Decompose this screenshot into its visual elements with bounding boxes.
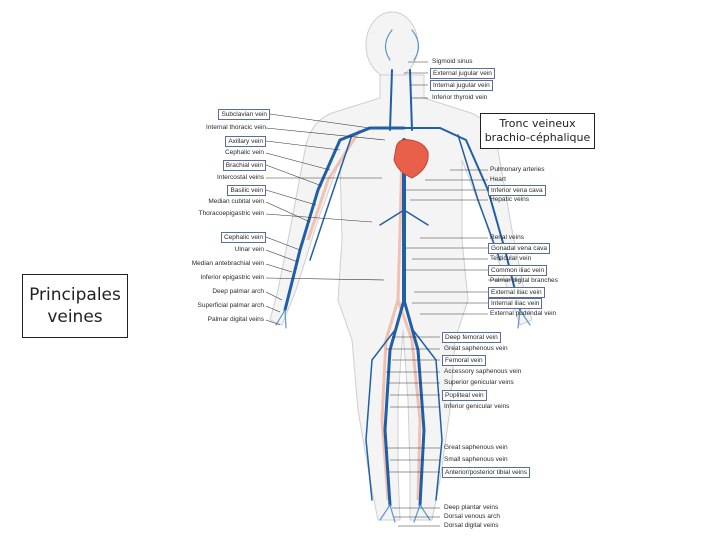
label-palmar-digital-veins: Palmar digital veins <box>207 316 264 323</box>
label-dorsal-venous-arch: Dorsal venous arch <box>444 513 500 520</box>
label-inferior-vena-cava: Inferior vena cava <box>488 185 546 196</box>
label-great-saphenous-vein-lower: Great saphenous vein <box>444 444 508 451</box>
label-superficial-palmar-arch: Superficial palmar arch <box>197 302 264 309</box>
label-cephalic-vein-lower: Cephalic vein <box>220 232 266 243</box>
label-external-pudendal-vein: External pudendal vein <box>490 310 557 317</box>
label-popliteal-vein: Popliteal vein <box>442 390 487 401</box>
label-basilic-vein: Basilic vein <box>227 185 266 196</box>
label-renal-veins: Renal veins <box>490 234 524 241</box>
label-brachial-vein: Brachial vein <box>222 160 266 171</box>
label-deep-palmar-arch: Deep palmar arch <box>212 288 264 295</box>
title-principales-line1: Principales <box>29 285 121 305</box>
label-deep-femoral-vein: Deep femoral vein <box>442 332 501 343</box>
label-subclavian-vein: Subclavian vein <box>218 109 270 120</box>
title-tronc-veineux: Tronc veineux brachio-céphalique <box>480 113 595 149</box>
label-median-antebrachial-vein: Median antebrachial vein <box>191 260 264 267</box>
label-femoral-vein: Femoral vein <box>442 355 486 366</box>
label-deep-plantar-veins: Deep plantar veins <box>444 504 499 511</box>
label-palmar-digital-branches: Palmar digital branches <box>490 277 558 284</box>
label-testicular-vein: Testicular vein <box>490 255 532 262</box>
heart-shape <box>393 139 429 179</box>
label-axillary-vein: Axillary vein <box>225 136 266 147</box>
label-external-jugular-vein: External jugular vein <box>430 68 495 79</box>
label-common-iliac-vein: Common iliac vein <box>488 265 548 276</box>
label-dorsal-digital-veins: Dorsal digital veins <box>444 522 499 529</box>
label-great-saphenous-vein-upper: Great saphenous vein <box>444 345 508 352</box>
label-thoracoepigastric-vein: Thoracoepigastric vein <box>198 210 264 217</box>
title-tronc-line1: Tronc veineux <box>499 117 576 130</box>
label-inferior-epigastric-vein: Inferior epigastric vein <box>200 274 264 281</box>
artery-lines <box>306 129 422 501</box>
leader-lines <box>265 61 520 527</box>
label-cephalic-vein-upper: Cephalic vein <box>224 149 264 156</box>
label-heart: Heart <box>490 176 506 183</box>
label-sigmoid-sinus: Sigmoid sinus <box>432 58 473 65</box>
label-ulnar-vein: Ulnar vein <box>234 246 264 253</box>
label-superior-genicular-veins: Superior genicular veins <box>444 379 514 386</box>
label-accessory-saphenous-vein: Accessory saphenous vein <box>444 368 522 375</box>
label-hepatic-veins: Hepatic veins <box>490 196 530 203</box>
label-external-iliac-vein: External iliac vein <box>488 287 545 298</box>
label-inferior-genicular-veins: Inferior genicular veins <box>444 403 510 410</box>
title-principales-line2: veines <box>47 307 103 327</box>
label-median-cubital-vein: Median cubital vein <box>208 198 264 205</box>
label-pulmonary-arteries: Pulmonary arteries <box>490 166 545 173</box>
label-small-saphenous-vein: Small saphenous vein <box>444 456 508 463</box>
label-intercostal-veins: Intercostal veins <box>217 174 264 181</box>
title-principales-veines: Principales veines <box>22 274 128 338</box>
label-internal-jugular-vein: Internal jugular vein <box>430 80 493 91</box>
title-tronc-line2: brachio-céphalique <box>484 131 591 144</box>
label-inferior-thyroid-vein: Inferior thyroid vein <box>432 94 488 101</box>
label-internal-iliac-vein: Internal iliac vein <box>488 298 543 309</box>
label-internal-thoracic-vein: Internal thoracic vein <box>206 124 266 131</box>
label-tibial-veins: Anterior/posterior tibial veins <box>442 467 531 478</box>
label-gonadal-vena-cava: Gonadal vena cava <box>488 243 551 254</box>
